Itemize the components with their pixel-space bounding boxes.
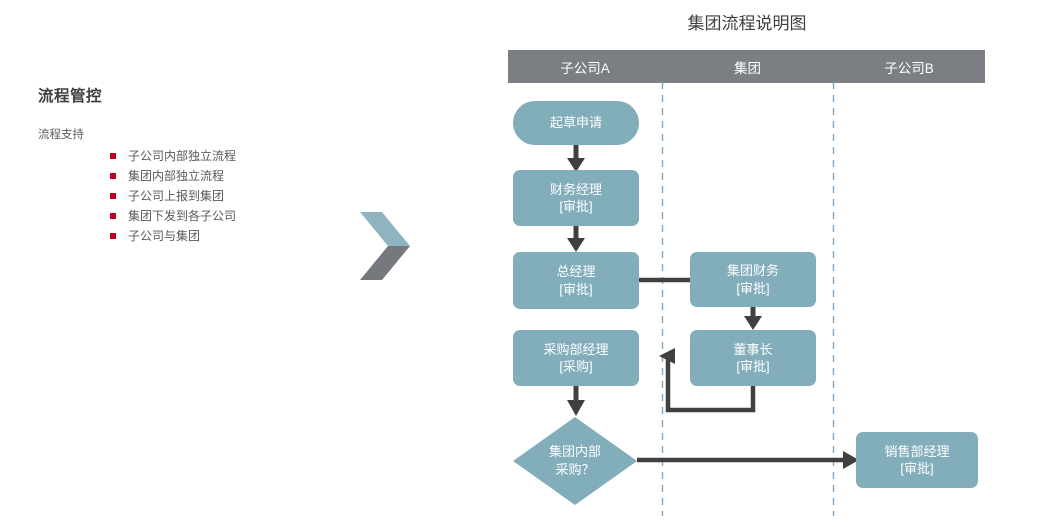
node-general-manager[interactable]: 总经理 [审批] bbox=[513, 252, 639, 309]
bullet-square-icon bbox=[110, 193, 116, 200]
node-label-line2: 采购？ bbox=[555, 462, 595, 477]
node-chairman[interactable]: 董事长 [审批] bbox=[690, 330, 816, 386]
node-label-line1: 起草申请 bbox=[549, 115, 602, 131]
node-label-line1: 财务经理 bbox=[549, 181, 602, 197]
node-label-line1: 采购部经理 bbox=[543, 341, 609, 357]
node-decision-group-internal-purchase[interactable]: 集团内部 采购？ bbox=[513, 417, 637, 505]
node-label-line2: [审批] bbox=[900, 461, 934, 476]
node-label-line2: [审批] bbox=[559, 199, 593, 214]
node-label-line2: [审批] bbox=[559, 281, 593, 297]
node-label-line2: [审批] bbox=[736, 280, 770, 296]
list-item: 子公司上报到集团 bbox=[110, 186, 338, 206]
diagram-title: 集团流程说明图 bbox=[687, 14, 807, 33]
panel-subtitle: 流程支持 bbox=[38, 128, 84, 141]
panel-heading: 流程管控 bbox=[38, 88, 103, 105]
node-decision-label: 集团内部 采购？ bbox=[549, 443, 601, 478]
process-support-list: 子公司内部独立流程 集团内部独立流程 子公司上报到集团 集团下发到各子公司 子公… bbox=[38, 146, 338, 246]
info-panel: 流程管控 流程支持 子公司内部独立流程 集团内部独立流程 子公司上报到集团 集团… bbox=[38, 88, 338, 246]
list-item-label: 子公司与集团 bbox=[128, 229, 201, 244]
node-label-line1: 董事长 bbox=[733, 341, 773, 357]
list-item: 集团内部独立流程 bbox=[110, 166, 338, 186]
node-finance-manager[interactable]: 财务经理 [审批] bbox=[513, 170, 639, 226]
list-item: 子公司与集团 bbox=[110, 226, 338, 246]
node-label-line1: 集团内部 bbox=[548, 444, 601, 460]
node-label-line2: [审批] bbox=[736, 359, 770, 374]
node-purchase-manager[interactable]: 采购部经理 [采购] bbox=[513, 330, 639, 386]
list-item: 子公司内部独立流程 bbox=[110, 146, 338, 166]
lane-header-subsidiary-a: 子公司A bbox=[560, 60, 610, 76]
node-label-line1: 集团财务 bbox=[726, 263, 779, 279]
list-item-label: 集团内部独立流程 bbox=[128, 169, 225, 184]
node-group-finance[interactable]: 集团财务 [审批] bbox=[690, 252, 816, 307]
node-sales-manager[interactable]: 销售部经理 [审批] bbox=[856, 432, 978, 488]
lane-header-group: 集团 bbox=[734, 60, 761, 76]
bullet-square-icon bbox=[110, 173, 116, 180]
node-label-line2: [采购] bbox=[559, 359, 593, 374]
lane-header-subsidiary-b: 子公司B bbox=[884, 60, 934, 76]
list-item-label: 集团下发到各子公司 bbox=[128, 209, 237, 224]
swimlane-header: 子公司A 集团 子公司B bbox=[508, 50, 985, 83]
list-item: 集团下发到各子公司 bbox=[110, 206, 338, 226]
node-label-line1: 销售部经理 bbox=[884, 443, 950, 459]
bullet-square-icon bbox=[110, 213, 116, 220]
node-label-line1: 总经理 bbox=[556, 264, 596, 280]
chevron-right-icon bbox=[360, 212, 410, 280]
bullet-square-icon bbox=[110, 153, 116, 160]
bullet-square-icon bbox=[110, 233, 116, 240]
node-draft-application[interactable]: 起草申请 bbox=[513, 101, 639, 145]
list-item-label: 子公司内部独立流程 bbox=[128, 149, 237, 164]
list-item-label: 子公司上报到集团 bbox=[128, 189, 225, 204]
